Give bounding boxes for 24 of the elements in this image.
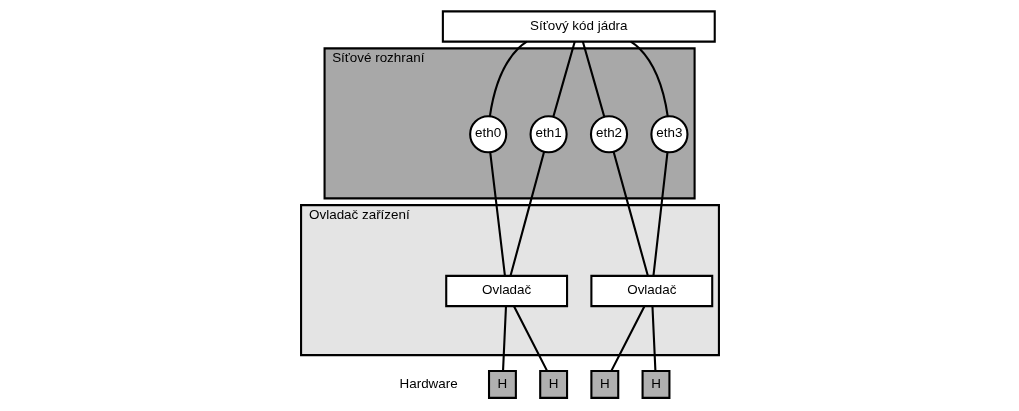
connector [629, 40, 669, 117]
connector [509, 151, 545, 277]
node-circle: eth3 [649, 115, 688, 154]
connector [501, 306, 507, 371]
node-circle: eth1 [529, 115, 568, 154]
label: Hardware [399, 375, 458, 391]
node-box: Ovladač [589, 274, 713, 308]
node-circle: eth2 [589, 115, 628, 154]
connector [581, 41, 605, 117]
node-box: H [487, 370, 517, 399]
node-box: H [641, 370, 670, 399]
node-box: H [589, 370, 619, 399]
node-box: Síťový kód jádra [441, 10, 716, 43]
node-circle: eth0 [468, 115, 507, 154]
connector [609, 305, 645, 372]
connector [650, 306, 656, 371]
connector [551, 41, 576, 117]
node-box: H [538, 370, 568, 399]
connector [612, 151, 649, 277]
connector [512, 305, 548, 372]
connector [651, 152, 668, 276]
connector [488, 40, 527, 117]
node-box: Ovladač [444, 274, 568, 308]
connector [488, 152, 506, 276]
